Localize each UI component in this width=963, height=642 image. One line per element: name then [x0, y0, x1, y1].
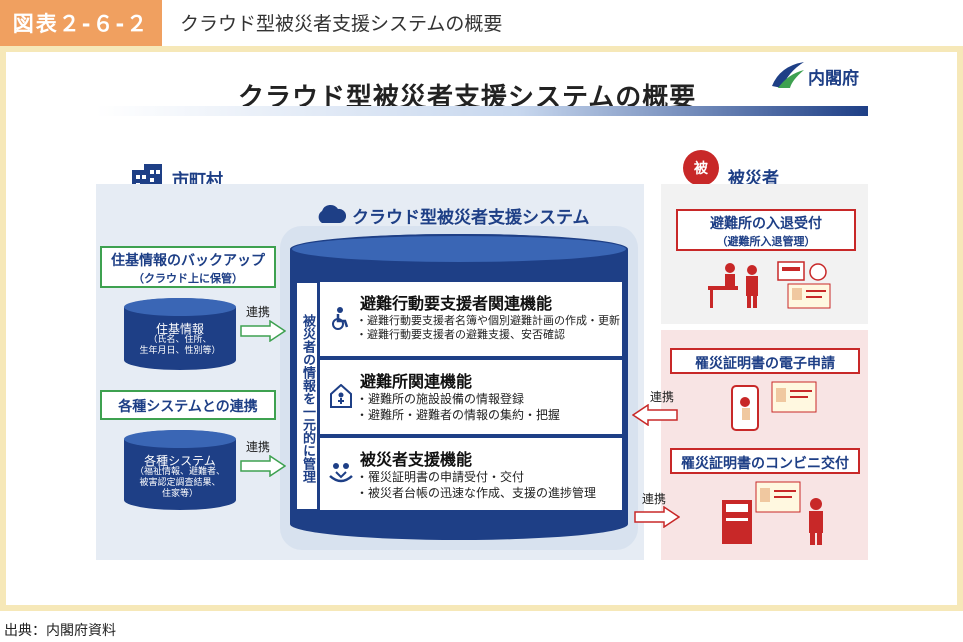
systems-title: 各種システム [144, 454, 216, 468]
cabinet-office-logo-icon [772, 62, 804, 88]
wheelchair-icon [332, 307, 349, 330]
function-line: ・避難行動要支援者名簿や個別避難計画の作成・更新 [356, 314, 620, 327]
backup-sub: （クラウド上に保管） [133, 272, 243, 285]
e-application-box: 罹災証明書の電子申請 [670, 348, 860, 374]
figure-number: 図表２-６-２ [0, 0, 162, 46]
function-line: ・避難所の施設設備の情報登録 [356, 392, 525, 406]
arrow-left-icon [632, 404, 678, 426]
reception-desk-icon [708, 263, 758, 308]
link-label: 連携 [246, 305, 271, 319]
function-box-shelter [320, 360, 622, 434]
juki-cylinder-top [124, 298, 236, 316]
function-title: 避難所関連機能 [360, 372, 473, 391]
unified-management-label: 被災者の情報を一元的に管理 [296, 282, 318, 510]
shelter-reception-box: 避難所の入退受付 （避難所入退管理） [676, 209, 856, 251]
function-line: ・避難所・避難者の情報の集約・把握 [356, 408, 561, 422]
shelter-icon [330, 384, 352, 408]
backup-box: 住基情報のバックアップ （クラウド上に保管） [100, 246, 276, 288]
function-line: ・避難行動要支援者の避難支援、安否確認 [356, 328, 565, 341]
arrow-right-icon [240, 320, 286, 342]
arrow-right-icon [240, 455, 286, 477]
function-title: 避難行動要支援者関連機能 [360, 294, 553, 313]
smartphone-apply-icon [731, 381, 817, 431]
title-underline [96, 106, 868, 116]
systems-sub: （福祉情報、避難者、 被害認定調査結果、 住家等） [134, 467, 225, 499]
function-box-evacuation-support [320, 282, 622, 356]
shelter-title: 避難所の入退受付 [710, 216, 822, 232]
link-label: 連携 [650, 390, 675, 404]
shelter-panel [661, 184, 868, 324]
figure-title: クラウド型被災者支援システムの概要 [180, 13, 503, 35]
helping-hands-icon [329, 463, 353, 483]
link-label: 連携 [246, 440, 271, 454]
shelter-sub: （避難所入退管理） [716, 235, 816, 248]
function-line: ・罹災証明書の申請受付・交付 [356, 470, 525, 484]
cloud-system-label: クラウド型被災者支援システム [352, 208, 590, 228]
systems-cylinder-top [124, 430, 236, 448]
juki-title: 住基情報 [155, 322, 204, 336]
function-title: 被災者支援機能 [360, 450, 473, 469]
link-label: 連携 [642, 492, 667, 506]
id-card-icon [777, 261, 831, 309]
victim-badge-icon: 被 [683, 150, 719, 186]
function-line: ・被災者台帳の迅速な作成、支援の進捗管理 [356, 486, 597, 500]
org-name: 内閣府 [808, 69, 859, 89]
function-box-victim-support [320, 438, 622, 510]
juki-sub: （氏名、住所、 生年月日、性別等） [139, 335, 221, 356]
cloud-icon [318, 205, 346, 223]
source-note: 出典：内閣府資料 [4, 623, 116, 639]
konbini-box: 罹災証明書のコンビニ交付 [670, 448, 860, 474]
cylinder-top [290, 234, 628, 264]
backup-title: 住基情報のバックアップ [111, 253, 265, 269]
arrow-right-icon [634, 506, 680, 528]
systems-link-box: 各種システムとの連携 [100, 390, 276, 420]
kiosk-printer-icon [722, 481, 823, 545]
